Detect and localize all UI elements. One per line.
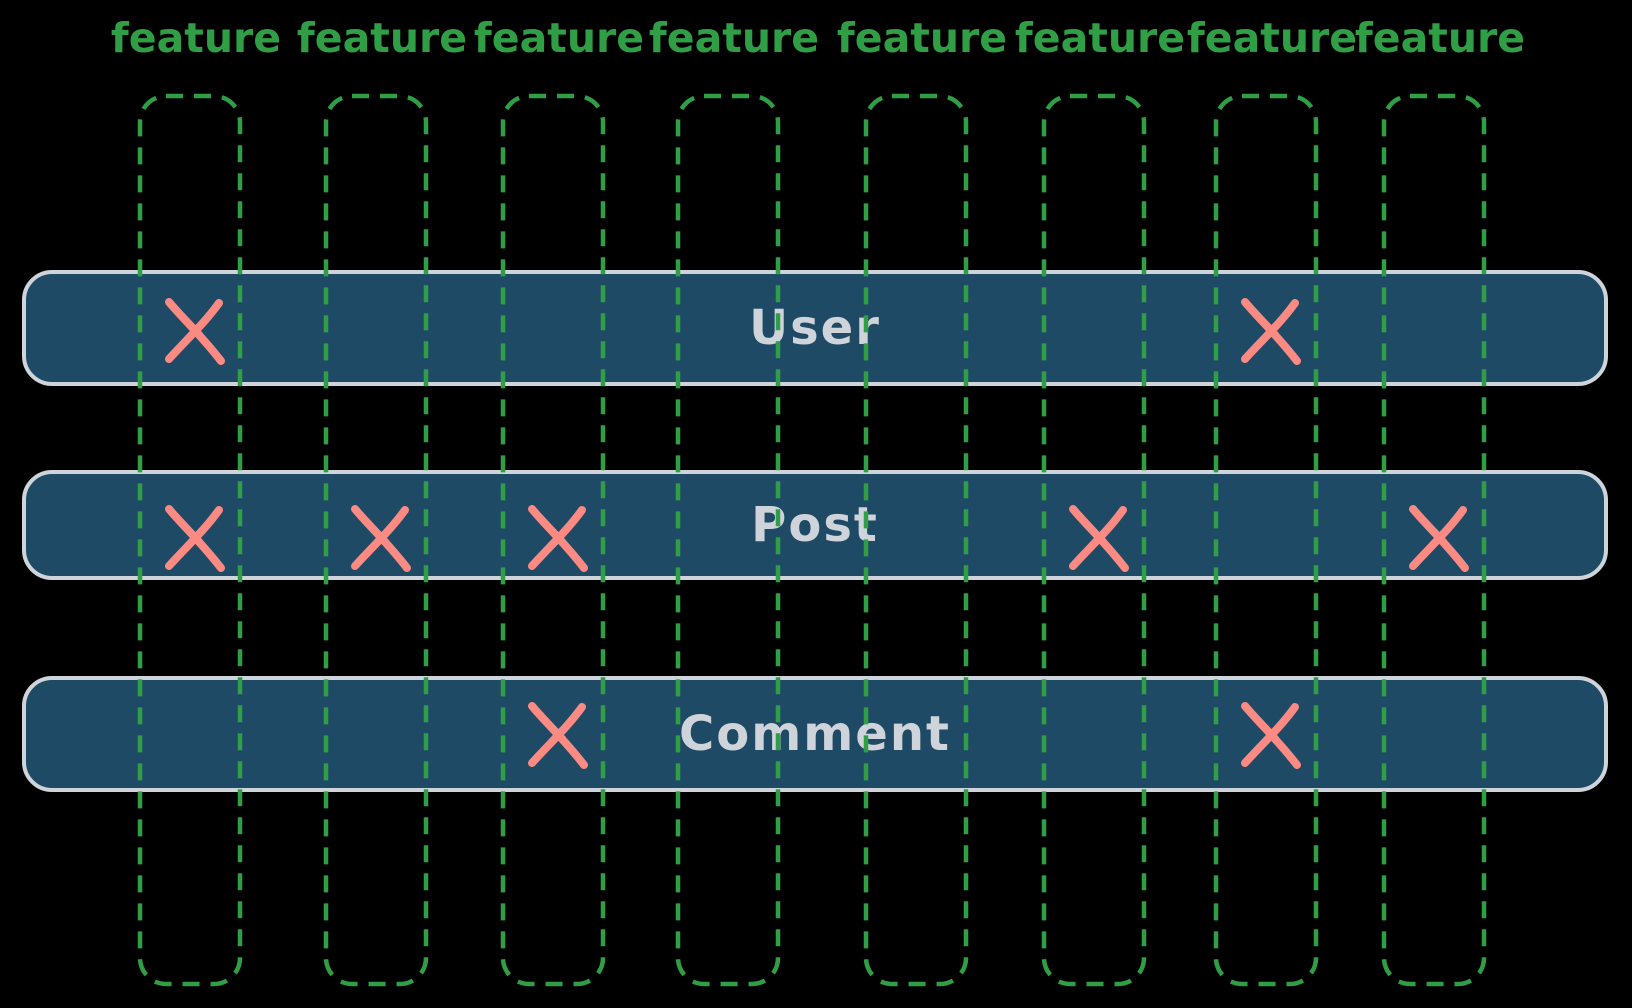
feature-label: feature	[1186, 14, 1358, 62]
feature-label: feature	[110, 14, 282, 62]
feature-label: feature	[296, 14, 468, 62]
feature-label: feature	[1014, 14, 1186, 62]
feature-label: feature	[473, 14, 645, 62]
feature-label: feature	[648, 14, 820, 62]
feature-label: feature	[1354, 14, 1526, 62]
feature-label: feature	[836, 14, 1008, 62]
